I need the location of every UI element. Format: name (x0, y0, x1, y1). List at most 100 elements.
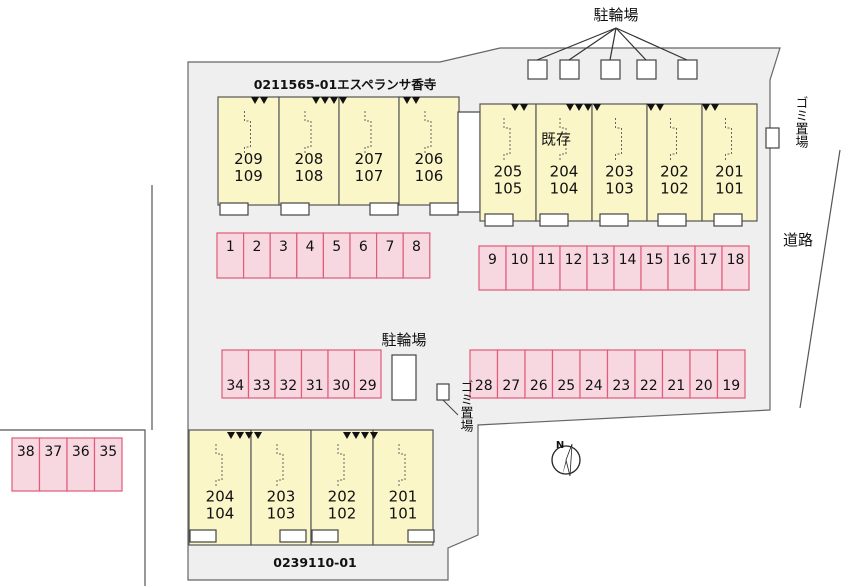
existing-label: 既存 (541, 130, 571, 148)
parking-space (221, 349, 250, 399)
parking-space (689, 349, 719, 399)
meter-mark (656, 104, 664, 111)
unit-number-lower: 109 (234, 167, 263, 185)
parking-number: 20 (695, 378, 713, 394)
meter-mark (343, 432, 351, 439)
parking-number: 37 (44, 444, 62, 460)
parking-space (269, 232, 298, 279)
parking-space (300, 349, 329, 399)
entrance-step (219, 202, 249, 216)
unit-number-lower: 101 (715, 180, 744, 198)
parking-space (613, 245, 642, 291)
meter-mark (511, 104, 519, 111)
parking-space (579, 349, 609, 399)
parking-space (721, 245, 750, 291)
unit-number-lower: 102 (328, 504, 357, 522)
unit-number-upper: 203 (267, 487, 296, 505)
entrance-step (189, 529, 217, 543)
parking-number: 2 (252, 239, 261, 255)
unit-number-lower: 105 (494, 180, 523, 198)
bicycle-parking-center (391, 354, 417, 401)
parking-number: 32 (279, 378, 297, 394)
stair-line (215, 444, 223, 488)
unit-number-upper: 203 (605, 163, 634, 181)
meter-mark (412, 97, 420, 104)
parking-space (661, 349, 691, 399)
parking-space (496, 349, 526, 399)
entrance-step (599, 213, 629, 227)
entrance-step (280, 202, 310, 216)
stair-line (615, 118, 622, 162)
parking-number: 12 (565, 252, 583, 268)
unit-number-lower: 101 (389, 504, 418, 522)
parking-space (349, 232, 378, 279)
unit-number-upper: 208 (295, 150, 324, 168)
unit-number-lower: 107 (355, 167, 384, 185)
parking-number: 10 (511, 252, 529, 268)
parking-number: 36 (72, 444, 90, 460)
unit-number-upper: 201 (715, 163, 744, 181)
entrance-step (539, 213, 569, 227)
stair-line (364, 111, 372, 155)
parking-space (216, 232, 245, 279)
parking-number: 17 (700, 252, 718, 268)
unit-number-lower: 108 (295, 167, 324, 185)
stair-line (670, 118, 677, 162)
parking-number: 14 (619, 252, 637, 268)
parking-number: 25 (557, 378, 575, 394)
separate-lot-boundary (0, 429, 146, 586)
parking-space (551, 349, 581, 399)
parking-space (11, 437, 41, 492)
parking-number: 35 (99, 444, 117, 460)
bicycle-parking-label-top: 駐輪場 (593, 6, 638, 24)
parking-space (606, 349, 636, 399)
meter-mark (403, 97, 411, 104)
meter-mark (321, 97, 329, 104)
north-label: N (556, 440, 564, 451)
meter-mark (520, 104, 528, 111)
meter-mark (236, 432, 244, 439)
unit-number-lower: 104 (206, 504, 235, 522)
garbage-label-center: ゴミ置場 (458, 380, 474, 432)
building-a-code: 0211565-01エスペランサ香寺 (254, 77, 437, 92)
meter-mark (370, 432, 378, 439)
unit-number-upper: 206 (415, 150, 444, 168)
parking-space (376, 232, 404, 279)
parking-space (640, 245, 669, 291)
bicycle-parking-top: 駐輪場 (527, 6, 698, 80)
bicycle-parking-label-center: 駐輪場 (381, 331, 426, 349)
meter-mark (245, 432, 253, 439)
unit-number-lower: 103 (267, 504, 296, 522)
meter-mark (647, 104, 655, 111)
stair-line (503, 118, 511, 162)
unit-number-upper: 202 (660, 163, 689, 181)
meter-mark (566, 104, 574, 111)
parking-number: 16 (673, 252, 691, 268)
meter-mark (352, 432, 360, 439)
meter-mark (702, 104, 710, 111)
meter-mark (330, 97, 338, 104)
meter-mark (254, 432, 262, 439)
entrance-step (484, 213, 514, 227)
parking-number: 11 (538, 252, 556, 268)
garbage-box-center (436, 383, 450, 401)
unit-block (338, 96, 400, 206)
meter-mark (593, 104, 601, 111)
parking-number: 6 (359, 239, 368, 255)
parking-number: 31 (306, 378, 324, 394)
meter-mark (339, 97, 347, 104)
entrance-step (279, 529, 307, 543)
parking-space (634, 349, 664, 399)
bike-spot (677, 59, 698, 80)
stair-line (725, 118, 732, 162)
entrance-step (311, 529, 339, 543)
parking-number: 21 (667, 378, 685, 394)
parking-space (505, 245, 534, 291)
parking-space (93, 437, 123, 492)
parking-space (327, 349, 356, 399)
entrance-step (657, 213, 687, 227)
garbage-label-right: ゴミ置場 (793, 96, 809, 148)
parking-number: 5 (332, 239, 341, 255)
